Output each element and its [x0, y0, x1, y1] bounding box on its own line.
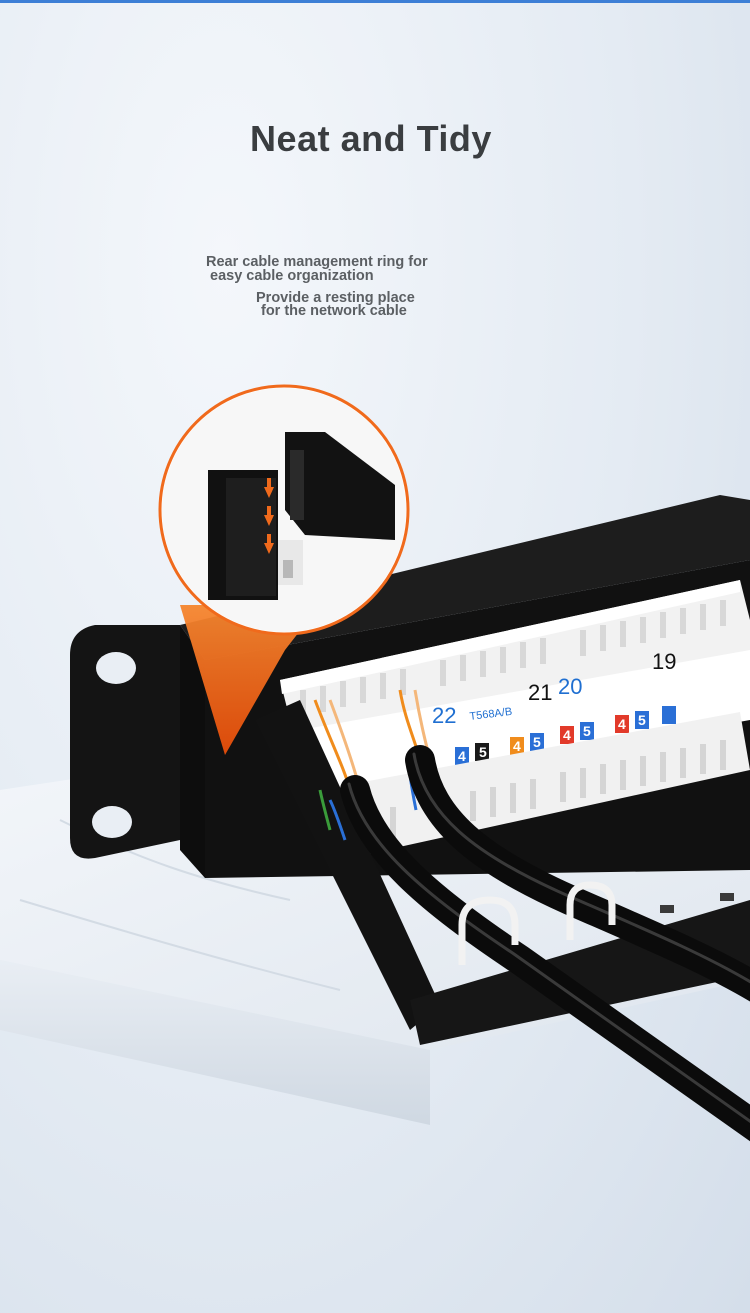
feature-1-line-2: easy cable organization: [210, 268, 374, 284]
port-number-20: 20: [558, 674, 582, 699]
top-accent-line: [0, 0, 750, 3]
pin-label-3: 4: [513, 738, 521, 754]
port-number-21: 21: [528, 680, 552, 705]
pin-label-8: 5: [638, 712, 646, 728]
headline: Neat and Tidy: [250, 118, 492, 159]
pin-label-1: 4: [458, 748, 466, 764]
zoom-callout: [158, 384, 410, 636]
feature-1-line-1: Rear cable management ring for: [206, 254, 428, 270]
pin-label-5: 4: [563, 727, 571, 743]
port-number-19: 19: [652, 649, 676, 674]
cable-ties: [458, 881, 616, 965]
pin-label-2: 5: [479, 744, 487, 760]
wiring-standard-label: T568A/B: [469, 706, 513, 723]
port-number-22: 22: [432, 703, 456, 728]
feature-2-line-2: for the network cable: [261, 303, 407, 319]
pin-label-4: 5: [533, 734, 541, 750]
feature-2-line-1: Provide a resting place: [256, 290, 415, 306]
pin-label-7: 4: [618, 716, 626, 732]
callout-beam: [180, 605, 320, 755]
pin-label-6: 5: [583, 723, 591, 739]
